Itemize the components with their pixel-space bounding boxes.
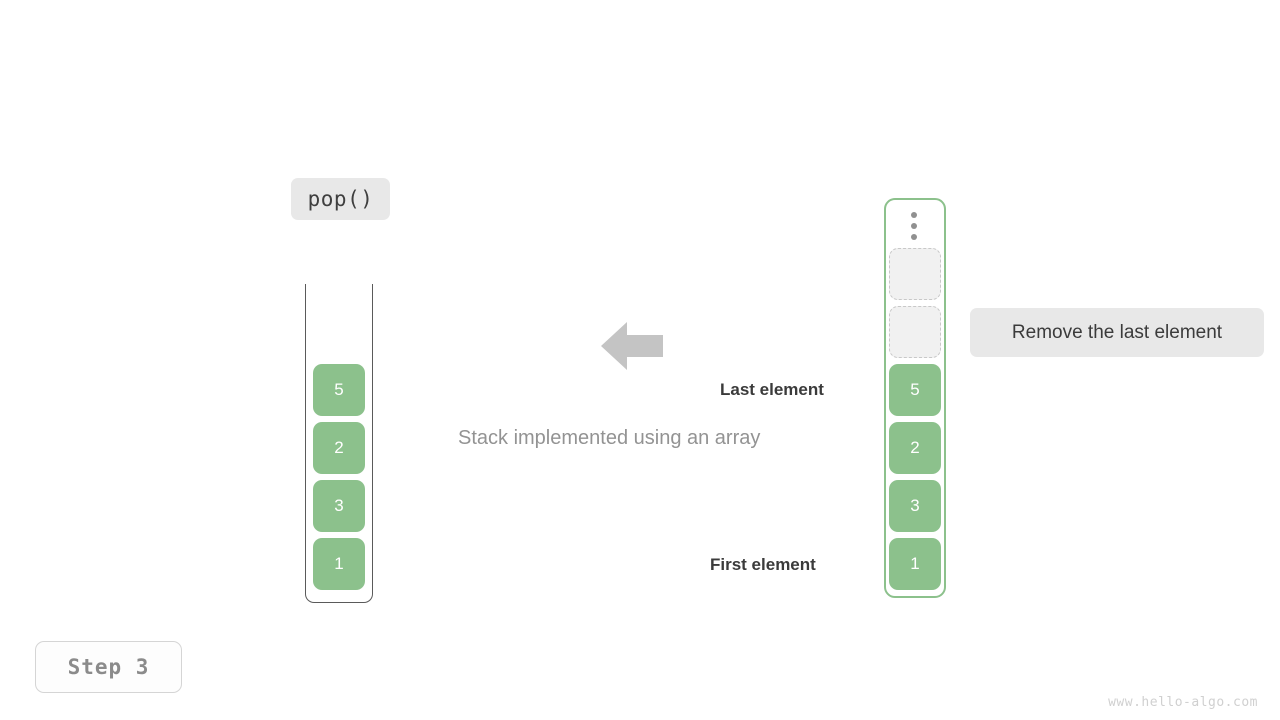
stack-cell: 2 xyxy=(313,422,365,474)
vertical-ellipsis-icon xyxy=(910,212,918,240)
array-slot: 3 xyxy=(889,480,941,532)
callout-remove-last-element: Remove the last element xyxy=(970,308,1264,357)
array-slot-empty xyxy=(889,248,941,300)
array-slot: 5 xyxy=(889,364,941,416)
diagram-caption: Stack implemented using an array xyxy=(458,427,761,449)
last-element-label: Last element xyxy=(720,380,824,399)
left-arrow-icon xyxy=(601,322,663,370)
array-slot-list: 5 2 3 1 xyxy=(889,248,941,590)
array-slot: 2 xyxy=(889,422,941,474)
stack-cell: 5 xyxy=(313,364,365,416)
ellipsis-dot xyxy=(911,223,917,229)
watermark: www.hello-algo.com xyxy=(1108,695,1258,710)
operation-label: pop() xyxy=(291,178,390,220)
step-badge: Step 3 xyxy=(35,641,182,693)
array-slot-empty xyxy=(889,306,941,358)
stack-cell: 3 xyxy=(313,480,365,532)
stack-cell: 1 xyxy=(313,538,365,590)
ellipsis-dot xyxy=(911,234,917,240)
first-element-label: First element xyxy=(710,555,816,574)
ellipsis-dot xyxy=(911,212,917,218)
stack-cell-list: 5 2 3 1 xyxy=(313,364,365,590)
array-slot: 1 xyxy=(889,538,941,590)
